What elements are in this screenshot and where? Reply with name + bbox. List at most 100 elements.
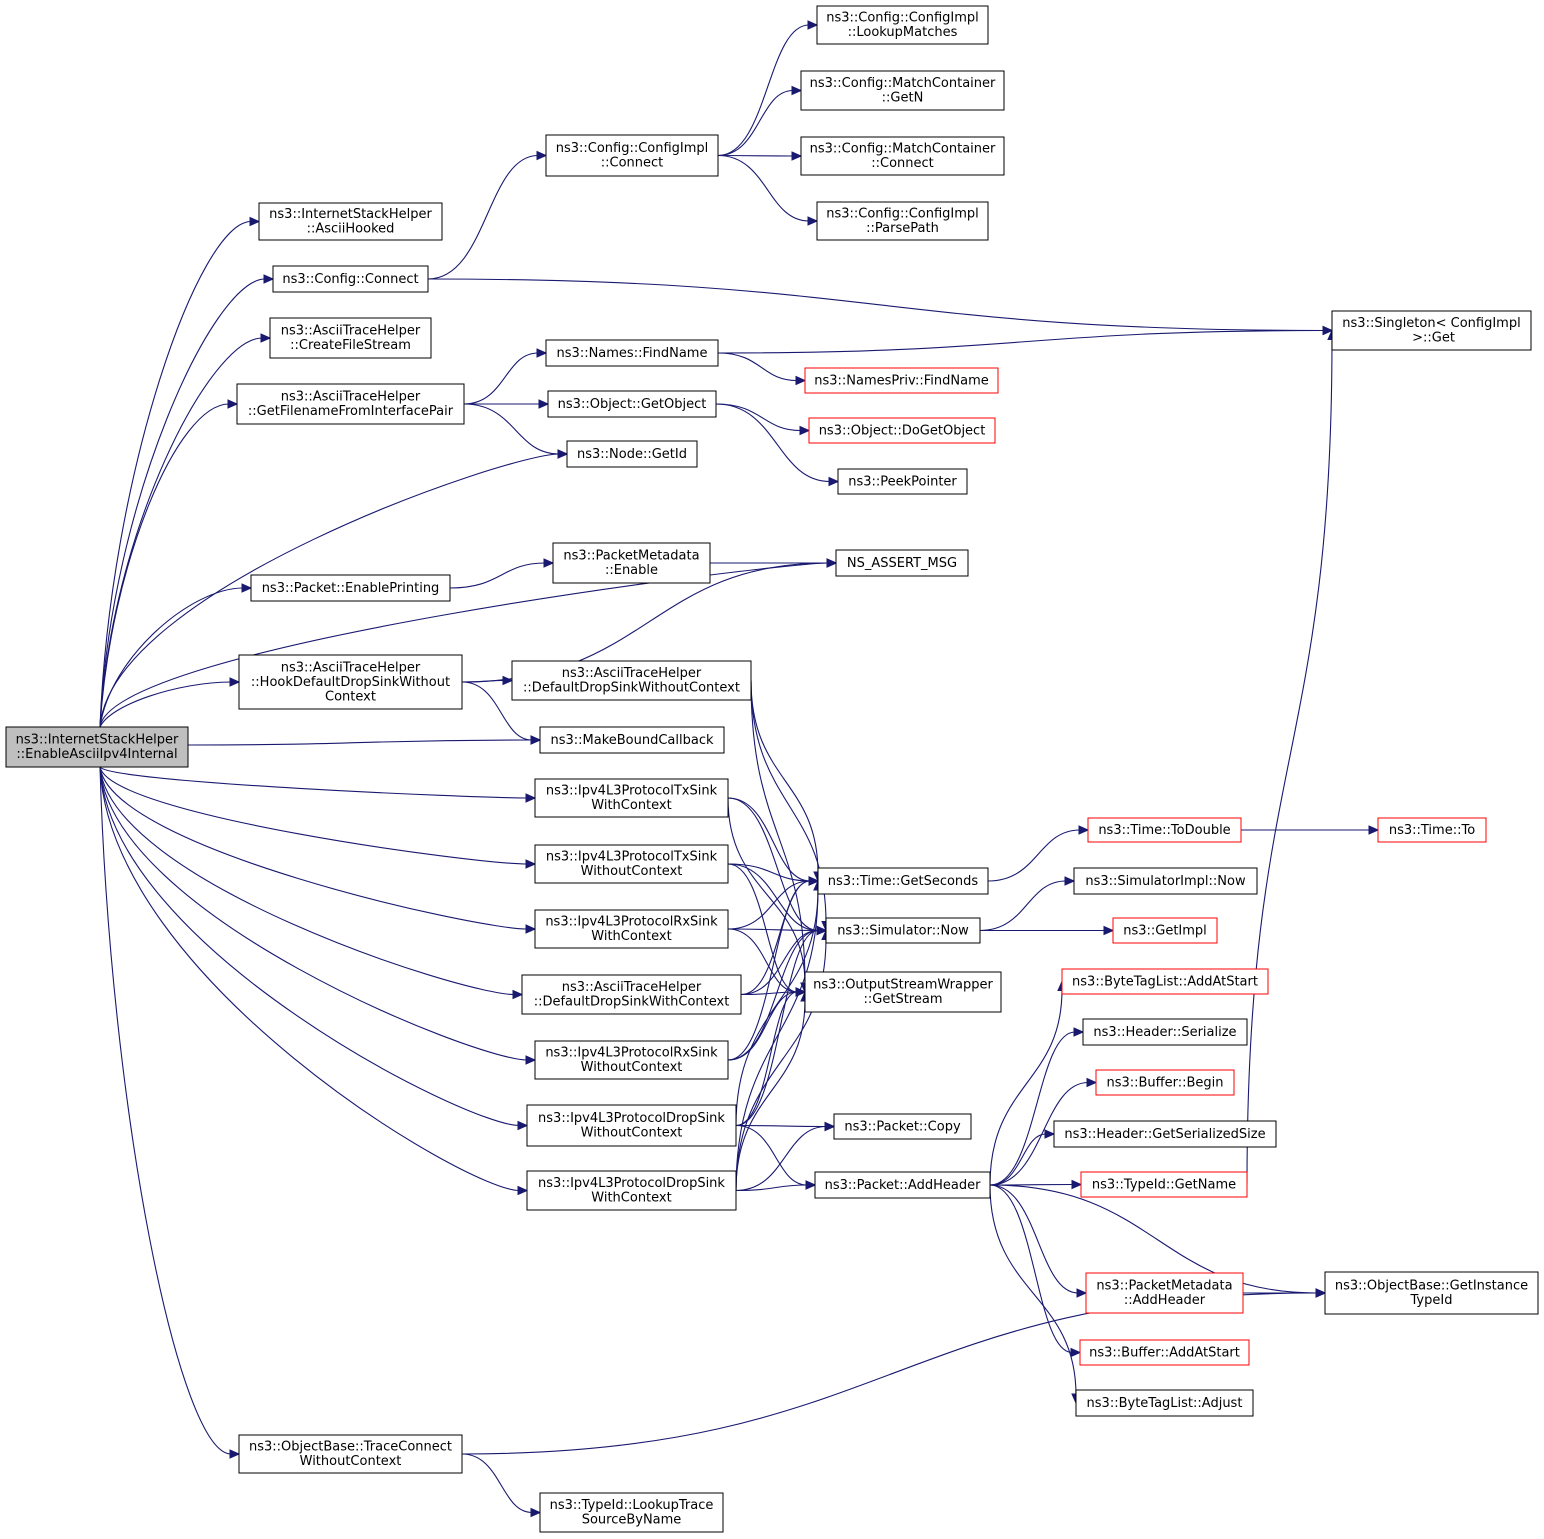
call-edge — [989, 1077, 1098, 1186]
graph-node-trace-connect[interactable]: ns3::ObjectBase::TraceConnectWithoutCont… — [238, 1434, 463, 1474]
graph-node-parse-path[interactable]: ns3::Config::ConfigImpl::ParsePath — [816, 201, 989, 241]
node-label-line: ns3::AsciiTraceHelper — [562, 980, 702, 995]
call-edge — [715, 403, 811, 436]
graph-node-find-name[interactable]: ns3::Names::FindName — [545, 339, 719, 367]
graph-node-lookup-matches[interactable]: ns3::Config::ConfigImpl::LookupMatches — [816, 5, 989, 45]
call-edge — [1241, 825, 1380, 835]
graph-node-sim-impl-now[interactable]: ns3::SimulatorImpl::Now — [1073, 867, 1258, 895]
graph-node-pm-enable[interactable]: ns3::PacketMetadata::Enable — [552, 542, 711, 584]
graph-node-header-serialize[interactable]: ns3::Header::Serialize — [1082, 1018, 1248, 1046]
edge-line — [989, 1184, 1079, 1294]
graph-node-type-id-get-name[interactable]: ns3::TypeId::GetName — [1080, 1171, 1248, 1198]
node-label-line: ns3::OutputStreamWrapper — [813, 978, 993, 993]
edge-arrowhead — [512, 989, 524, 1000]
call-edge — [99, 766, 537, 934]
node-label-line: ns3::ByteTagList::AddAtStart — [1072, 974, 1258, 989]
graph-node-drop-sink-without-ctx[interactable]: ns3::AsciiTraceHelper::DefaultDropSinkWi… — [511, 660, 752, 701]
edge-line — [717, 329, 1325, 354]
graph-node-names-priv-find[interactable]: ns3::NamesPriv::FindName — [804, 367, 999, 394]
graph-node-root[interactable]: ns3::InternetStackHelper::EnableAsciiIpv… — [5, 726, 189, 768]
graph-node-create-file-stream[interactable]: ns3::AsciiTraceHelper::CreateFileStream — [269, 317, 432, 359]
graph-node-ns-assert[interactable]: NS_ASSERT_MSG — [835, 549, 969, 577]
call-edge — [463, 403, 569, 459]
graph-node-config-connect[interactable]: ns3::Config::Connect — [272, 265, 429, 293]
edge-line — [99, 766, 528, 865]
graph-node-buffer-begin[interactable]: ns3::Buffer::Begin — [1095, 1069, 1235, 1096]
graph-node-btl-adjust[interactable]: ns3::ByteTagList::Adjust — [1075, 1389, 1254, 1417]
graph-node-drop-without[interactable]: ns3::Ipv4L3ProtocolDropSinkWithoutContex… — [526, 1104, 737, 1147]
graph-node-do-get-object[interactable]: ns3::Object::DoGetObject — [808, 417, 996, 444]
graph-node-to-double[interactable]: ns3::Time::ToDouble — [1087, 817, 1242, 843]
graph-node-sim-now[interactable]: ns3::Simulator::Now — [825, 917, 981, 944]
call-edge — [735, 987, 807, 1127]
graph-node-pm-add-header[interactable]: ns3::PacketMetadata::AddHeader — [1085, 1272, 1244, 1314]
edge-line — [727, 863, 811, 882]
edge-arrowhead — [828, 476, 840, 487]
graph-node-buffer-add-at-start[interactable]: ns3::Buffer::AddAtStart — [1079, 1339, 1250, 1366]
graph-node-hook-default[interactable]: ns3::AsciiTraceHelper::HookDefaultDropSi… — [238, 654, 463, 710]
graph-node-node-get-id[interactable]: ns3::Node::GetId — [566, 440, 698, 468]
graph-node-ascii-hooked[interactable]: ns3::InternetStackHelper::AsciiHooked — [258, 202, 443, 241]
graph-node-get-object[interactable]: ns3::Object::GetObject — [547, 390, 717, 418]
graph-node-add-header[interactable]: ns3::Packet::AddHeader — [814, 1171, 991, 1199]
graph-node-get-filename[interactable]: ns3::AsciiTraceHelper::GetFilenameFromIn… — [236, 383, 465, 425]
call-edge — [99, 766, 529, 1196]
node-label-line: >::Get — [1408, 331, 1455, 346]
node-box — [250, 574, 451, 602]
edge-arrowhead — [530, 735, 542, 745]
edge-arrowhead — [538, 399, 550, 409]
graph-node-time-to[interactable]: ns3::Time::To — [1377, 817, 1487, 843]
node-label-line: ns3::Object::DoGetObject — [819, 423, 986, 438]
graph-node-make-bound[interactable]: ns3::MakeBoundCallback — [539, 726, 725, 754]
edge-arrowhead — [1368, 825, 1380, 835]
node-label-line: ns3::Ipv4L3ProtocolDropSink — [538, 1176, 725, 1191]
call-edge — [187, 735, 542, 746]
graph-node-drop-sink-with-ctx[interactable]: ns3::AsciiTraceHelper::DefaultDropSinkWi… — [521, 974, 742, 1015]
node-box — [238, 654, 463, 710]
node-box — [1053, 1120, 1277, 1148]
graph-node-match-connect[interactable]: ns3::Config::MatchContainer::Connect — [800, 136, 1005, 176]
edge-arrowhead — [241, 583, 253, 593]
edge-arrowhead — [517, 1185, 529, 1196]
graph-node-match-get-n[interactable]: ns3::Config::MatchContainer::GetN — [800, 70, 1005, 111]
node-label-line: WithoutContext — [300, 1454, 402, 1469]
edge-arrowhead — [795, 375, 807, 386]
call-edge — [99, 766, 537, 869]
edge-arrowhead — [263, 274, 275, 284]
node-box — [269, 317, 432, 359]
edge-line — [989, 1133, 1047, 1186]
call-edge — [461, 1288, 1327, 1455]
edge-arrowhead — [1076, 1288, 1088, 1298]
edge-line — [740, 991, 798, 996]
graph-node-impl-connect[interactable]: ns3::Config::ConfigImpl::Connect — [545, 134, 719, 177]
graph-node-btl-add-at-start[interactable]: ns3::ByteTagList::AddAtStart — [1061, 968, 1269, 995]
graph-node-enable-printing[interactable]: ns3::Packet::EnablePrinting — [250, 574, 451, 602]
node-box — [545, 339, 719, 367]
graph-node-peek-pointer[interactable]: ns3::PeekPointer — [837, 468, 968, 495]
edge-line — [735, 1124, 808, 1186]
edge-line — [989, 1081, 1089, 1186]
node-label-line: ::CreateFileStream — [290, 338, 411, 353]
edge-line — [717, 352, 798, 382]
graph-node-get-stream[interactable]: ns3::OutputStreamWrapper::GetStream — [804, 971, 1002, 1013]
edge-line — [99, 766, 232, 1455]
call-edge — [735, 929, 831, 1191]
edge-arrowhead — [1071, 1179, 1083, 1190]
graph-node-singleton-get[interactable]: ns3::Singleton< ConfigImpl >::Get — [1331, 310, 1532, 351]
graph-node-get-seconds[interactable]: ns3::Time::GetSeconds — [817, 867, 989, 895]
node-label-line: ::Enable — [605, 563, 658, 578]
node-label-line: ns3::Singleton< ConfigImpl — [1342, 316, 1520, 331]
graph-node-packet-copy[interactable]: ns3::Packet::Copy — [833, 1113, 972, 1140]
node-label-line: ns3::Config::MatchContainer — [810, 142, 996, 157]
graph-node-header-get-size[interactable]: ns3::Header::GetSerializedSize — [1053, 1120, 1277, 1148]
edge-line — [461, 1453, 533, 1514]
node-label-line: ns3::Node::GetId — [577, 447, 687, 462]
graph-node-get-impl[interactable]: ns3::GetImpl — [1112, 917, 1218, 944]
